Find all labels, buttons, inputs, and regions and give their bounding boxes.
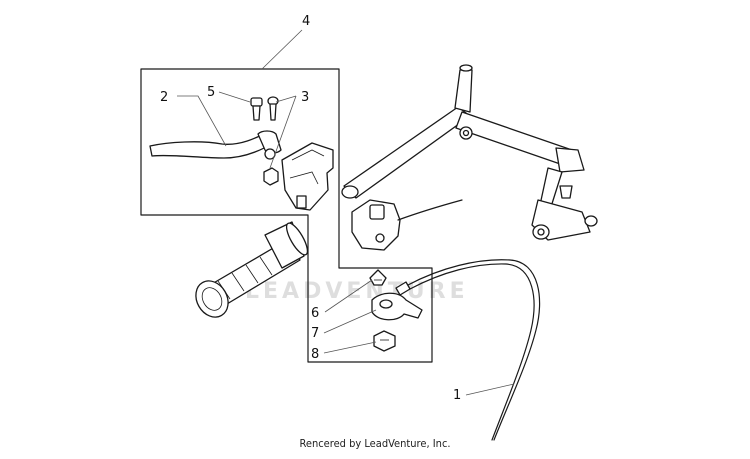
cable-clip <box>369 269 387 286</box>
callout-7: 7 <box>311 326 319 341</box>
callout-4: 4 <box>302 14 310 29</box>
throttle-cable <box>395 259 541 441</box>
callout-5: 5 <box>207 85 215 100</box>
pivot-pin <box>250 97 263 121</box>
watermark: LEADVENTURE <box>245 279 469 304</box>
callout-1: 1 <box>453 388 461 403</box>
assembly-outline <box>140 68 433 363</box>
cable-bracket <box>371 292 423 321</box>
bracket-nut <box>373 330 396 352</box>
screw-and-nut <box>263 96 279 186</box>
callout-6: 6 <box>311 306 319 321</box>
callout-3: 3 <box>301 90 309 105</box>
callout-2: 2 <box>160 90 168 105</box>
leader-lines <box>177 29 515 396</box>
brake-lever <box>149 130 282 160</box>
render-credit: Rencered by LeadVenture, Inc. <box>299 437 451 450</box>
handlebar-frame <box>341 64 598 241</box>
lever-housing <box>281 142 334 211</box>
switch-housing <box>351 199 463 251</box>
handlebar-grip <box>195 221 309 318</box>
callout-8: 8 <box>311 347 319 362</box>
